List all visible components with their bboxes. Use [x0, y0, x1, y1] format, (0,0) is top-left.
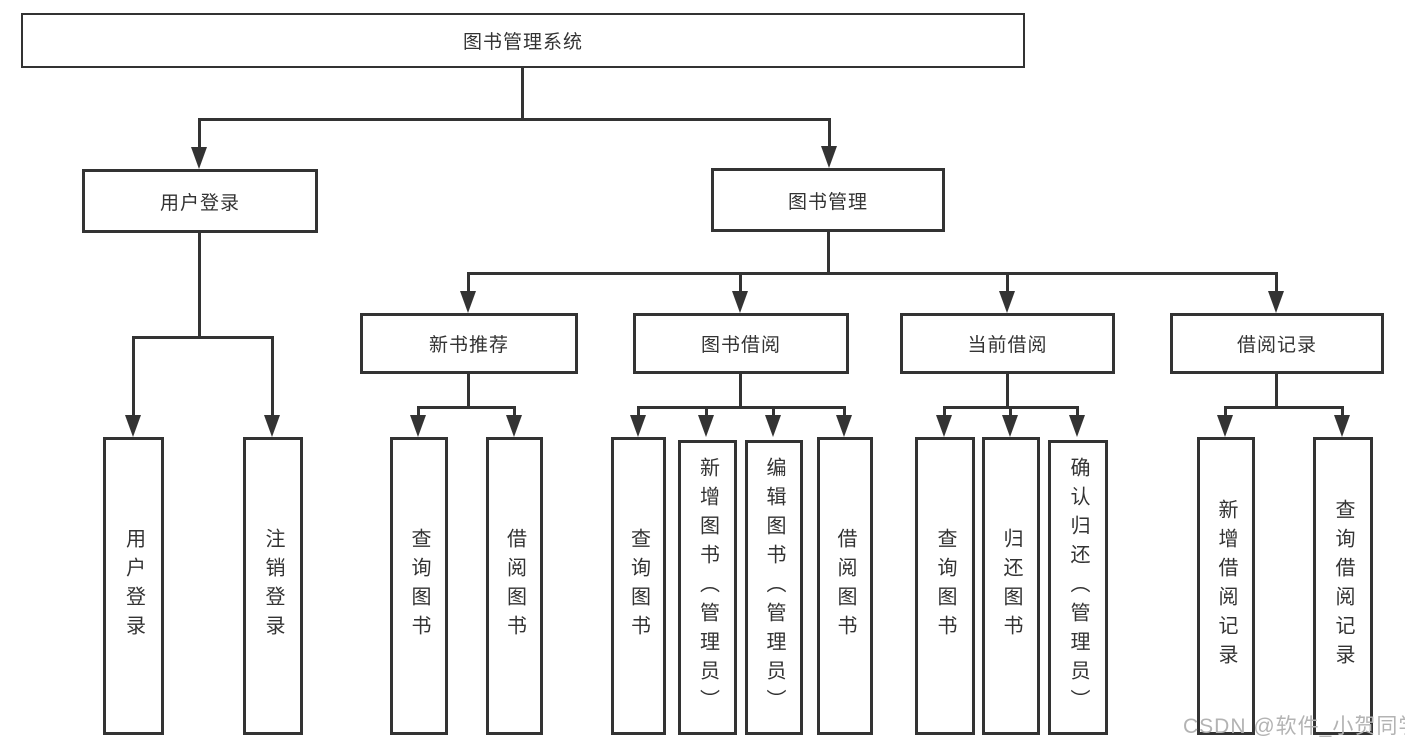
leaf-confirm-return-admin-label: 确认归还（管理员） [1067, 457, 1089, 718]
leaf-query-book-2: 查询图书 [611, 437, 666, 735]
connector-l2c-stem [1006, 374, 1009, 408]
connector-leaf7-line [772, 406, 775, 421]
arrow-down-icon [821, 146, 837, 168]
arrow-down-icon [125, 415, 141, 437]
arrow-down-icon [410, 415, 426, 437]
node-current-borrow-label: 当前借阅 [967, 335, 1048, 356]
leaf-query-book-3-label: 查询图书 [934, 528, 956, 644]
connector-l1b-line [828, 118, 831, 152]
arrow-down-icon [506, 415, 522, 437]
leaf-return-book: 归还图书 [982, 437, 1040, 735]
connector-bookmgmt-hbar [467, 272, 1278, 275]
leaf-add-borrow-record-label: 新增借阅记录 [1215, 499, 1237, 673]
leaf-edit-book-admin: 编辑图书（管理员） [745, 440, 803, 735]
leaf-query-borrow-record-label: 查询借阅记录 [1332, 499, 1354, 673]
connector-leaf2-line [271, 336, 274, 421]
connector-l2d-hbar [1224, 406, 1344, 409]
leaf-logout-label: 注销登录 [262, 528, 284, 644]
node-user-login: 用户登录 [82, 169, 318, 233]
connector-l2a-hbar [417, 406, 516, 409]
arrow-down-icon [191, 147, 207, 169]
connector-l2a-line [467, 272, 470, 297]
arrow-down-icon [1217, 415, 1233, 437]
node-user-login-label: 用户登录 [159, 192, 240, 214]
connector-bookmgmt-stem [827, 232, 830, 274]
node-borrow-record-label: 借阅记录 [1236, 335, 1317, 356]
connector-l2c-line [1006, 272, 1009, 297]
arrow-down-icon [1069, 415, 1085, 437]
leaf-add-book-admin: 新增图书（管理员） [678, 440, 737, 735]
node-root-label: 图书管理系统 [462, 32, 583, 53]
connector-l2a-stem [467, 374, 470, 408]
node-borrow-record: 借阅记录 [1170, 313, 1384, 374]
connector-l2d-line [1275, 272, 1278, 297]
arrow-down-icon [836, 415, 852, 437]
node-book-borrow-label: 图书借阅 [700, 335, 781, 356]
leaf-query-book-1-label: 查询图书 [408, 528, 430, 644]
leaf-add-book-admin-label: 新增图书（管理员） [696, 457, 719, 718]
arrow-down-icon [936, 415, 952, 437]
node-book-borrow: 图书借阅 [633, 313, 849, 374]
arrow-down-icon [264, 415, 280, 437]
connector-root-hbar [198, 118, 831, 121]
connector-l2b-hbar [637, 406, 846, 409]
leaf-borrow-book-2: 借阅图书 [817, 437, 873, 735]
connector-l1a-line [198, 118, 201, 152]
arrow-down-icon [732, 291, 748, 313]
arrow-down-icon [1002, 415, 1018, 437]
leaf-user-login-label: 用户登录 [122, 528, 145, 644]
connector-userlogin-stem [198, 233, 201, 338]
arrow-down-icon [765, 415, 781, 437]
connector-l2b-stem [739, 374, 742, 408]
connector-leaf5-line [637, 406, 640, 421]
node-book-management: 图书管理 [711, 168, 945, 232]
csdn-watermark: CSDN @软件_小贺同学 [1183, 715, 1405, 738]
connector-l2b-line [739, 272, 742, 297]
leaf-query-book-2-label: 查询图书 [627, 528, 650, 644]
arrow-down-icon [630, 415, 646, 437]
leaf-logout: 注销登录 [243, 437, 303, 735]
arrow-down-icon [460, 291, 476, 313]
connector-root-stem [521, 68, 524, 120]
node-new-book-recommend-label: 新书推荐 [428, 335, 509, 356]
arrow-down-icon [1334, 415, 1350, 437]
connector-leaf1-line [132, 336, 135, 421]
connector-userlogin-hbar [132, 336, 274, 339]
leaf-user-login: 用户登录 [103, 437, 164, 735]
leaf-return-book-label: 归还图书 [1000, 528, 1022, 644]
connector-leaf11-line [1076, 406, 1079, 421]
leaf-borrow-book-1: 借阅图书 [486, 437, 543, 735]
arrow-down-icon [999, 291, 1015, 313]
leaf-edit-book-admin-label: 编辑图书（管理员） [763, 457, 785, 718]
leaf-query-book-3: 查询图书 [915, 437, 975, 735]
leaf-borrow-book-2-label: 借阅图书 [834, 528, 856, 644]
connector-leaf10-line [1009, 406, 1012, 421]
leaf-confirm-return-admin: 确认归还（管理员） [1048, 440, 1108, 735]
connector-l2d-stem [1275, 374, 1278, 408]
arrow-down-icon [698, 415, 714, 437]
leaf-borrow-book-1-label: 借阅图书 [503, 528, 526, 644]
connector-leaf13-line [1341, 406, 1344, 421]
node-book-management-label: 图书管理 [787, 191, 868, 213]
connector-leaf9-line [943, 406, 946, 421]
leaf-query-book-1: 查询图书 [390, 437, 448, 735]
node-current-borrow: 当前借阅 [900, 313, 1115, 374]
connector-leaf3-line [417, 406, 420, 421]
arrow-down-icon [1268, 291, 1284, 313]
node-new-book-recommend: 新书推荐 [360, 313, 578, 374]
connector-leaf8-line [843, 406, 846, 421]
node-root: 图书管理系统 [21, 13, 1025, 68]
leaf-add-borrow-record: 新增借阅记录 [1197, 437, 1255, 735]
connector-leaf6-line [705, 406, 708, 421]
connector-leaf12-line [1224, 406, 1227, 421]
leaf-query-borrow-record: 查询借阅记录 [1313, 437, 1373, 735]
connector-leaf4-line [513, 406, 516, 421]
